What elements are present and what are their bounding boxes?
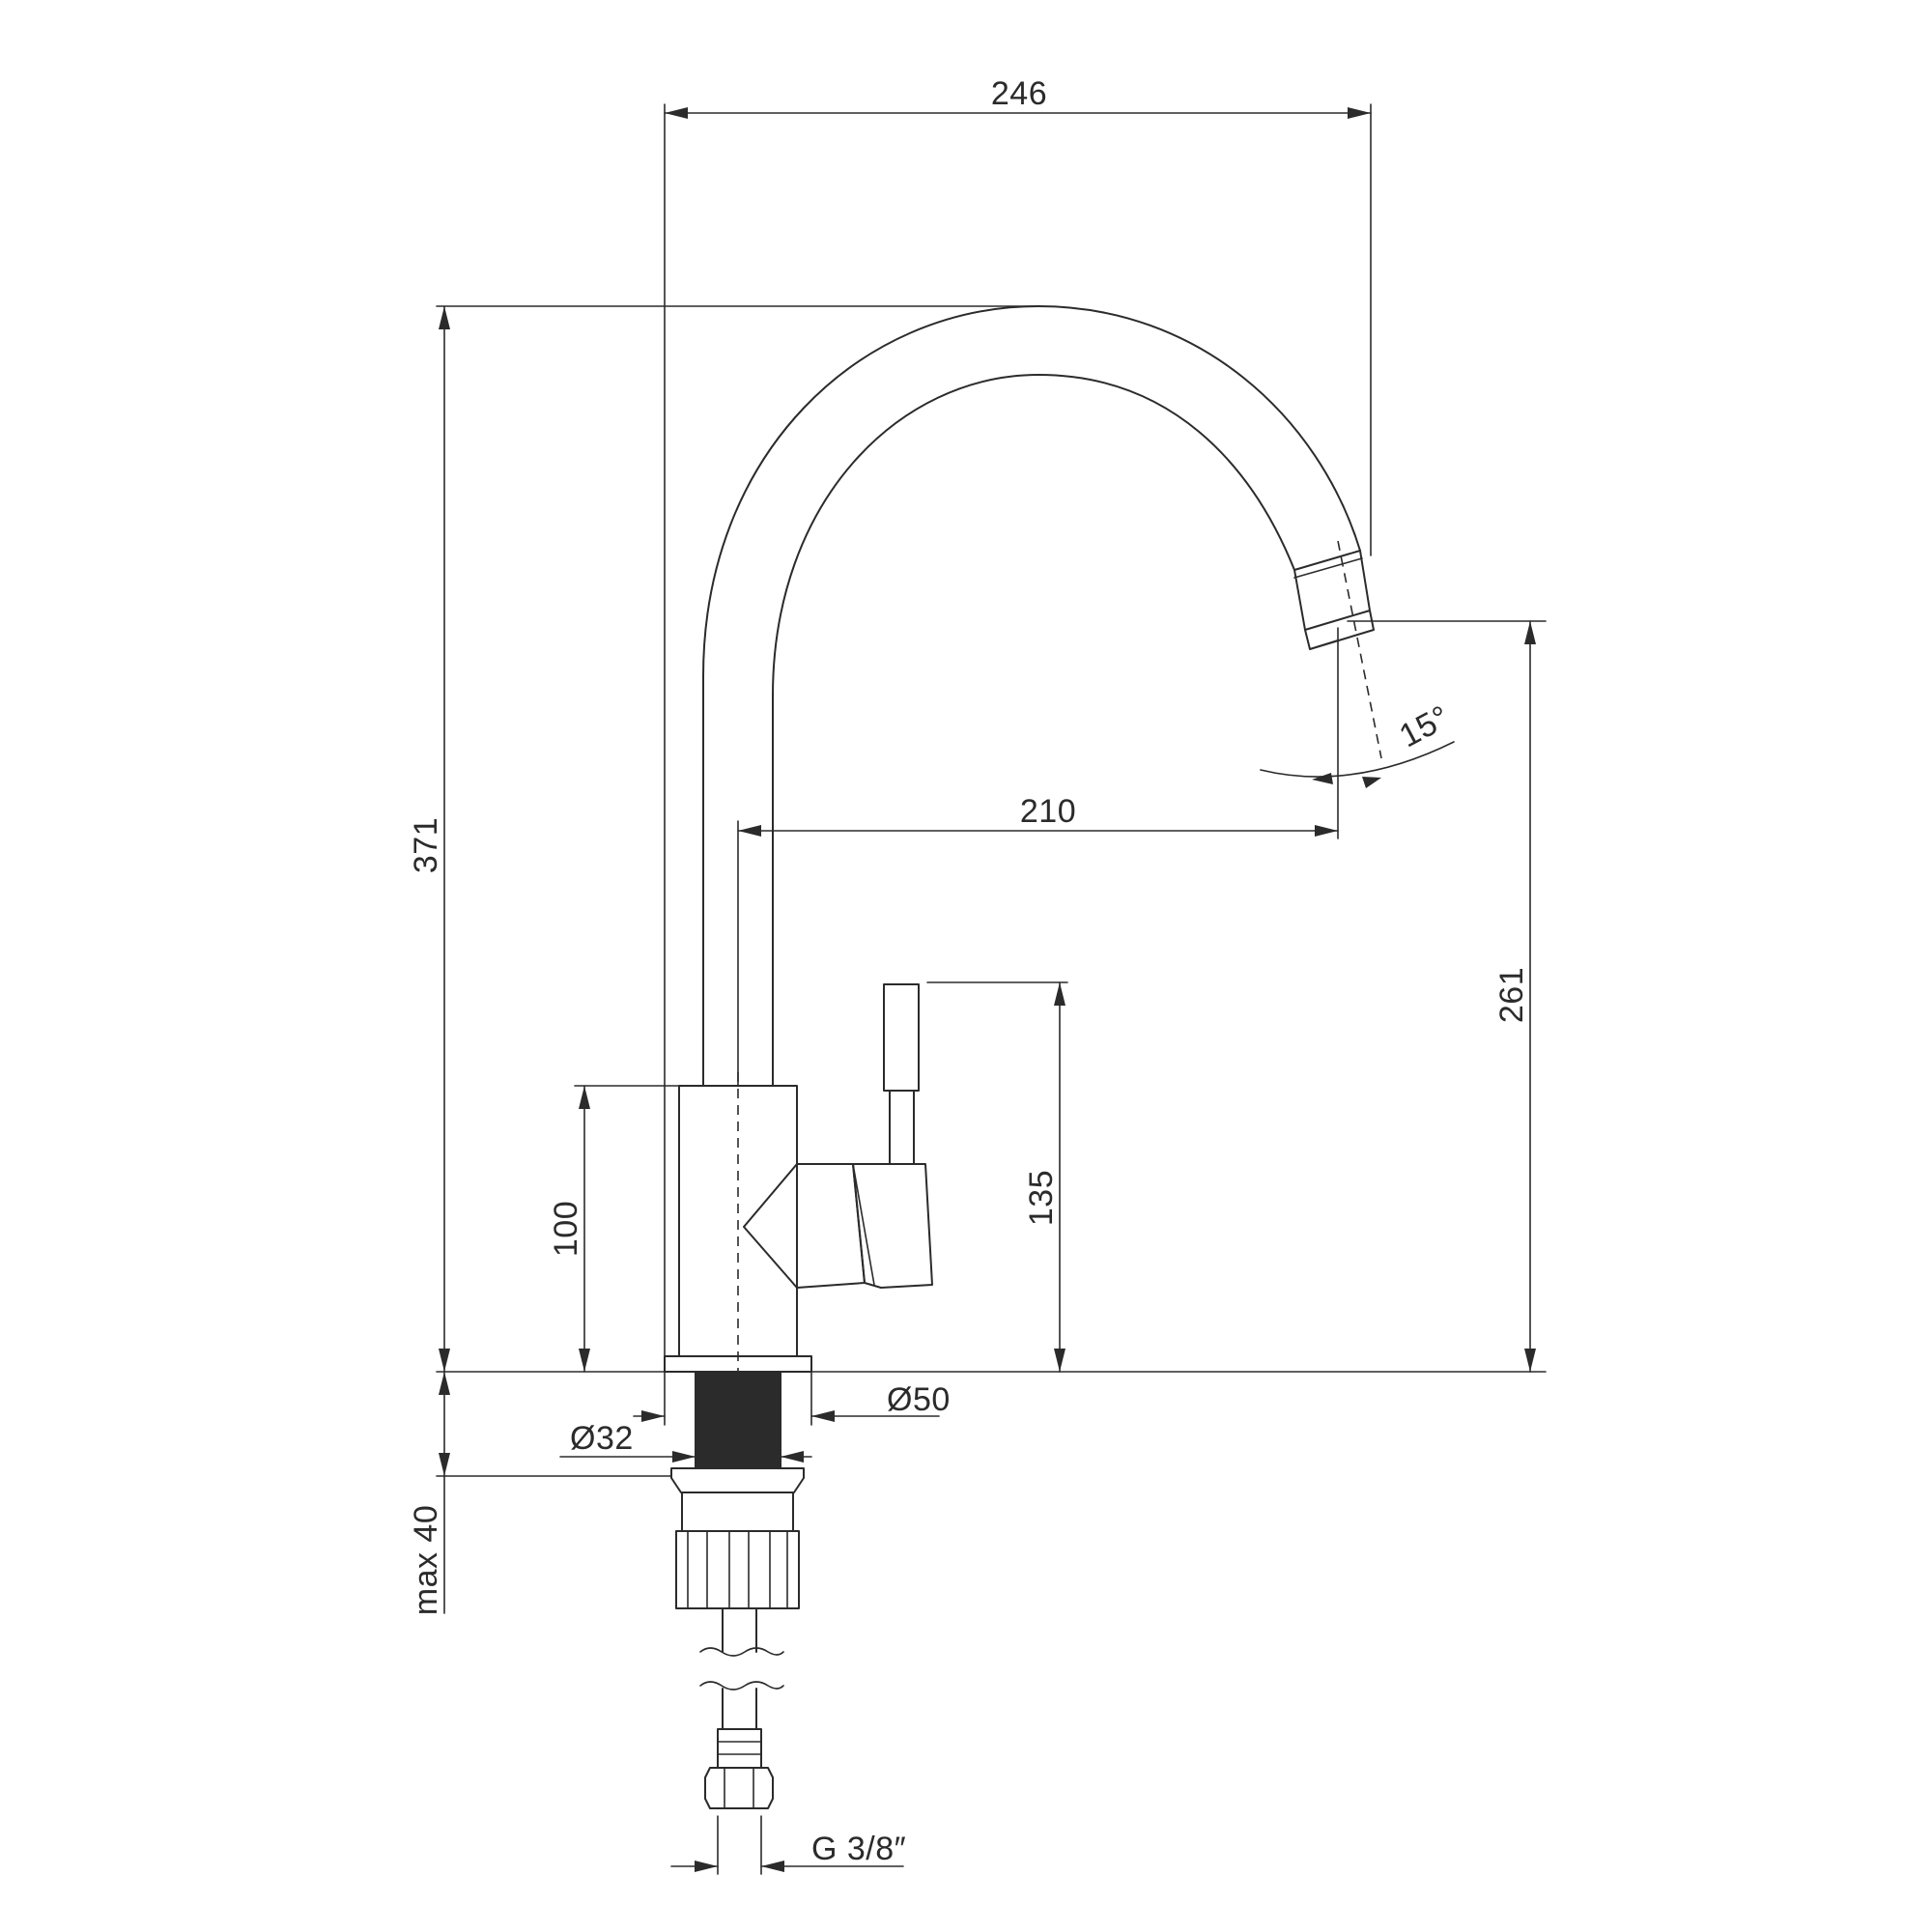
dim-base-diameter: Ø50 <box>887 1381 951 1418</box>
nut-knurling <box>687 1530 788 1609</box>
spout-aerator <box>1293 550 1375 650</box>
dim-height-total: 371 <box>408 817 444 873</box>
lever-cap <box>852 1163 933 1289</box>
hose-hex-nut <box>704 1767 774 1809</box>
mounting-nut <box>675 1530 800 1609</box>
dim-max-countertop: max 40 <box>408 1505 444 1616</box>
valve-housing <box>743 1163 866 1289</box>
dim-lever-height: 135 <box>1023 1170 1060 1226</box>
dim-hose-thread: G 3/8″ <box>811 1831 906 1867</box>
dim-spout-reach: 210 <box>1020 793 1076 830</box>
dim-swivel-angle: 15° <box>1394 698 1457 754</box>
mounting-sleeve <box>681 1492 794 1532</box>
mounting-flange <box>670 1467 805 1493</box>
dimension-lines <box>436 103 1547 1875</box>
supply-hose-upper <box>722 1607 757 1653</box>
lever-handle <box>883 983 920 1092</box>
spout-inner-edge <box>772 374 1295 1087</box>
dim-shank-diameter: Ø32 <box>570 1420 634 1457</box>
dim-spout-height: 261 <box>1493 967 1530 1023</box>
hose-ferrule <box>717 1728 762 1769</box>
dim-width-total: 246 <box>991 75 1047 112</box>
supply-hose-lower <box>722 1688 757 1730</box>
spout-outer-edge <box>702 305 1361 1087</box>
faucet-outline <box>664 305 1375 1809</box>
dim-body-height: 100 <box>548 1201 584 1257</box>
mounting-shank <box>695 1371 781 1469</box>
lever-stem <box>889 1090 915 1165</box>
spout-axis-line <box>1337 540 1382 759</box>
